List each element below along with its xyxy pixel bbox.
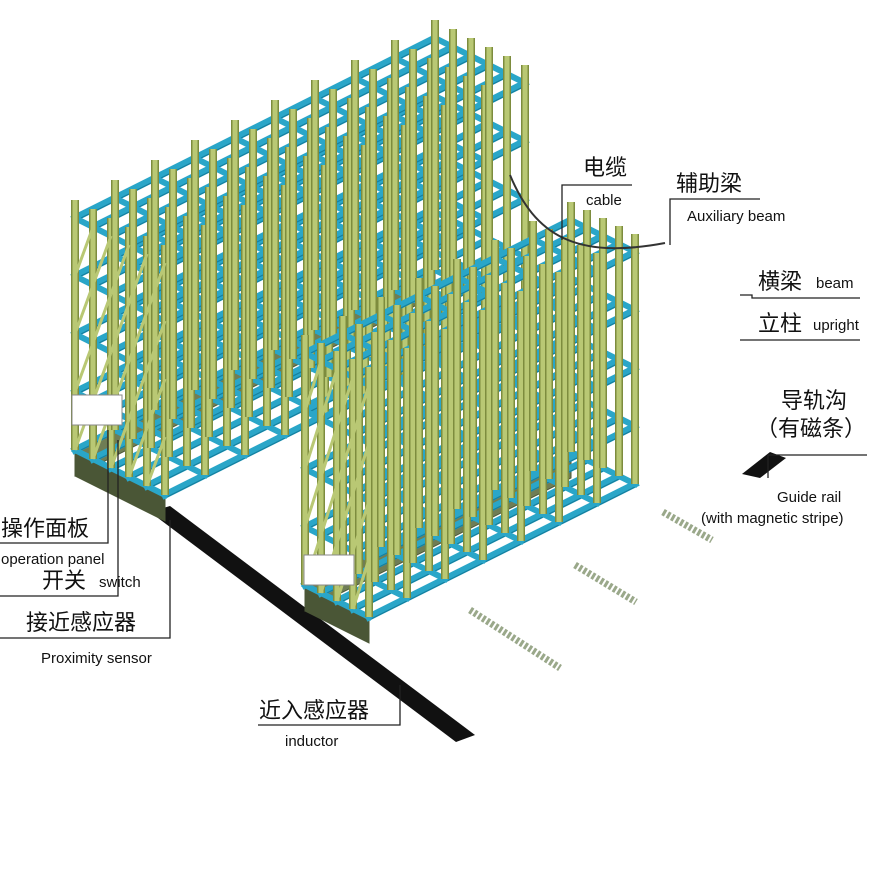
label-leader-line	[0, 520, 171, 639]
right-block-brace	[335, 492, 355, 544]
left-block-brace	[145, 378, 167, 429]
left-block-brace	[127, 427, 149, 478]
right-block-brace	[303, 418, 323, 470]
right-block-brace	[351, 558, 371, 610]
operation-panel-label-zh: 操作面板	[1, 517, 90, 542]
left-block-beam	[70, 33, 440, 223]
right-block-brace	[351, 442, 371, 494]
beam-label-zh: 横梁	[758, 270, 803, 295]
beam-label-en: beam	[816, 275, 854, 292]
label-leader-lines	[0, 174, 867, 726]
floor-rail	[742, 452, 786, 478]
operation-panel	[303, 554, 355, 586]
label-leader-line	[740, 294, 860, 299]
operation-panel-label-en: operation panel	[1, 551, 105, 568]
left-block-brace	[127, 253, 149, 304]
left-block-brace	[91, 351, 113, 402]
guide-rail-label-en-2: (with magnetic stripe)	[701, 510, 844, 527]
left-block-brace	[109, 302, 131, 353]
aux-beam-label-en: Auxiliary beam	[687, 208, 786, 225]
label-leader-line	[258, 685, 401, 726]
proximity-sensor-label-zh: 接近感应器	[26, 611, 137, 636]
switch-label-en: switch	[99, 574, 141, 591]
inductor-label-en: inductor	[285, 733, 339, 750]
label-leader-line	[0, 430, 109, 544]
right-block-brace	[335, 376, 355, 428]
upright-label-zh: 立柱	[758, 312, 803, 337]
guide-rail-label-zh-1: 导轨沟	[781, 389, 848, 414]
floor-rail-hatched	[573, 562, 638, 605]
right-block-brace	[351, 500, 371, 552]
floor-rail	[150, 506, 475, 742]
left-block-brace	[145, 262, 167, 313]
label-leader-line	[669, 198, 760, 245]
right-block-brace	[303, 360, 323, 412]
left-block-brace	[73, 226, 95, 277]
left-block-brace	[145, 320, 167, 371]
right-block-brace	[303, 476, 323, 528]
right-block-beam	[364, 479, 640, 622]
guide-rail-label-en-1: Guide rail	[777, 489, 842, 506]
label-leader-line	[0, 440, 119, 597]
right-block-brace	[319, 484, 339, 536]
cable-label-zh: 电缆	[583, 156, 628, 181]
floor-rails	[150, 452, 786, 742]
right-block-beam-edge	[368, 486, 636, 621]
right-block-brace	[319, 426, 339, 478]
left-block-brace	[145, 436, 167, 487]
left-block-brace	[109, 244, 131, 295]
inductor-label-zh: 近入感应器	[259, 699, 370, 724]
left-block-brace	[91, 293, 113, 344]
right-block-brace	[351, 384, 371, 436]
proximity-sensor-label-en: Proximity sensor	[41, 650, 152, 667]
upright-label-en: upright	[813, 317, 859, 334]
cable-line	[509, 174, 666, 250]
guide-rail-label-zh-2: （有磁条）	[756, 417, 867, 442]
left-block-brace	[73, 342, 95, 393]
left-block-brace	[109, 418, 131, 469]
floor-rail-hatched	[468, 607, 562, 671]
left-block-brace	[91, 235, 113, 286]
floor-rail-hatched	[661, 508, 714, 544]
switch-label-zh: 开关	[42, 569, 87, 594]
left-block-brace	[127, 369, 149, 420]
rack-frames	[70, 20, 640, 622]
left-block-brace	[127, 311, 149, 362]
cable-label-en: cable	[586, 192, 622, 209]
label-leader-line	[767, 454, 867, 478]
operation-panel	[71, 394, 123, 426]
label-leader-line	[561, 184, 632, 240]
aux-beam-label-zh: 辅助梁	[676, 172, 743, 197]
right-block-brace	[319, 368, 339, 420]
left-block-brace	[73, 284, 95, 335]
right-block-brace	[335, 434, 355, 486]
